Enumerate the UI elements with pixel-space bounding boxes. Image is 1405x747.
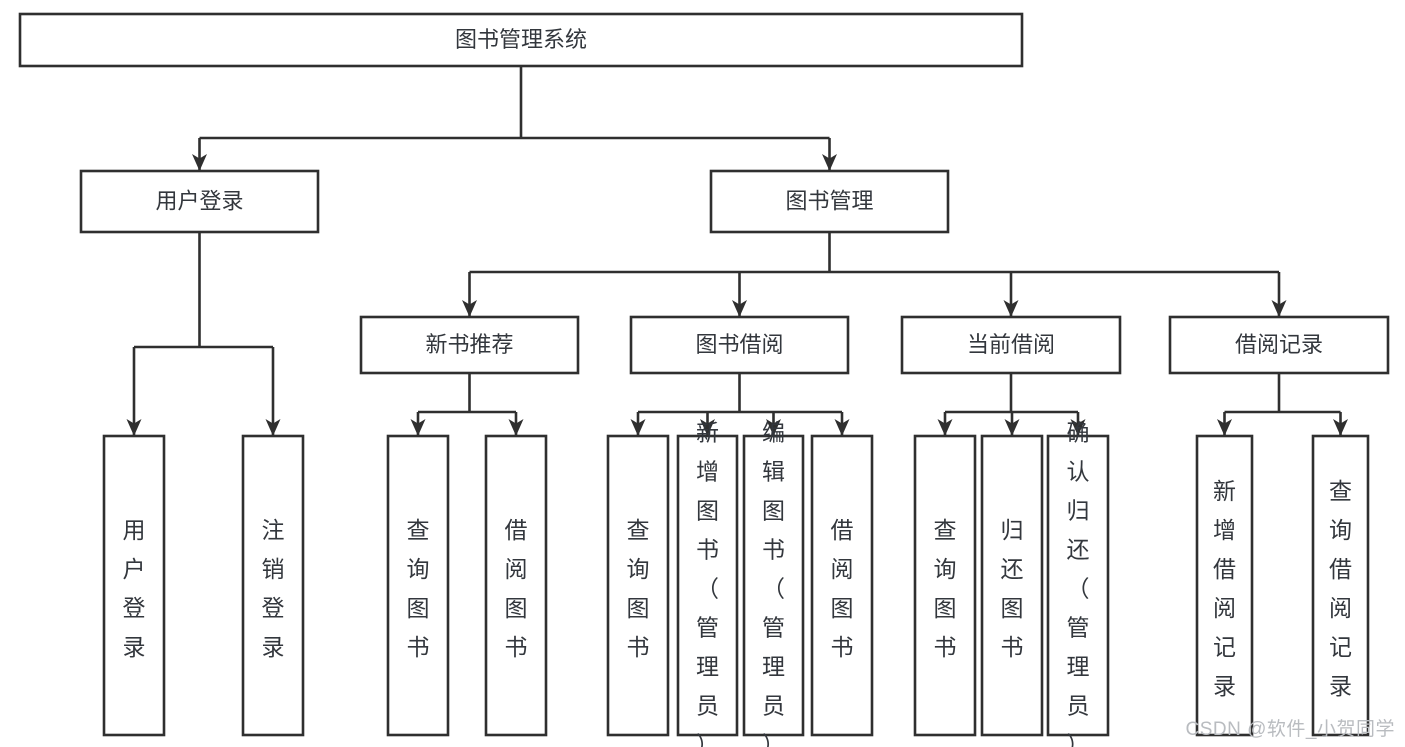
edge-newbook-arrowhead-1 bbox=[508, 419, 524, 436]
leaf-node-9[interactable]: 归还图书 bbox=[980, 434, 1044, 737]
csdn-watermark: CSDN @软件_小贺同学 bbox=[1185, 719, 1395, 740]
leaf-node-1-label: 注销登录 bbox=[262, 517, 285, 660]
level3-node-2[interactable]: 当前借阅 bbox=[900, 315, 1122, 375]
leaf-node-0-label: 用户登录 bbox=[123, 517, 146, 660]
leaf-node-6-rect bbox=[742, 434, 805, 737]
leaf-node-1-rect bbox=[241, 434, 305, 737]
leaf-node-12-rect bbox=[1311, 434, 1370, 737]
level2-node-1[interactable]: 图书管理 bbox=[709, 169, 950, 234]
leaf-node-0-rect bbox=[102, 434, 166, 737]
leaf-node-8[interactable]: 查询图书 bbox=[913, 434, 977, 737]
edge-newbook-arrowhead-0 bbox=[410, 419, 426, 436]
nodes-layer: 图书管理系统用户登录图书管理新书推荐图书借阅当前借阅借阅记录用户登录注销登录查询… bbox=[18, 12, 1390, 747]
edge-current-arrowhead-0 bbox=[937, 419, 953, 436]
leaf-node-10[interactable]: 确认归还（管理员） bbox=[1046, 419, 1110, 747]
level3-node-1-label: 图书借阅 bbox=[695, 332, 783, 357]
leaf-node-7-rect bbox=[810, 434, 874, 737]
leaf-node-2-label: 查询图书 bbox=[407, 517, 430, 660]
leaf-node-4[interactable]: 查询图书 bbox=[606, 434, 670, 737]
leaf-node-12-label: 查询借阅记录 bbox=[1329, 478, 1352, 699]
leaf-node-0[interactable]: 用户登录 bbox=[102, 434, 166, 737]
leaf-node-5-rect bbox=[676, 434, 739, 737]
edge-bookmgmt-arrowhead-2 bbox=[1003, 300, 1019, 317]
leaf-node-7[interactable]: 借阅图书 bbox=[810, 434, 874, 737]
leaf-node-11-label: 新增借阅记录 bbox=[1213, 478, 1236, 699]
leaf-node-12[interactable]: 查询借阅记录 bbox=[1311, 434, 1370, 737]
leaf-node-2-rect bbox=[386, 434, 450, 737]
level3-node-3-rect bbox=[1168, 315, 1390, 375]
level3-node-2-label: 当前借阅 bbox=[967, 332, 1055, 357]
leaf-node-5-label: 新增图书（管理员） bbox=[696, 419, 719, 747]
edge-borrow-arrowhead-0 bbox=[630, 419, 646, 436]
edge-userlogin-arrowhead-0 bbox=[126, 419, 142, 436]
level2-node-0-label: 用户登录 bbox=[155, 188, 243, 213]
leaf-node-3-label: 借阅图书 bbox=[505, 517, 528, 660]
leaf-node-11[interactable]: 新增借阅记录 bbox=[1195, 434, 1254, 737]
edge-borrow-arrowhead-2 bbox=[766, 419, 781, 436]
level2-node-0[interactable]: 用户登录 bbox=[79, 169, 320, 234]
level3-node-0[interactable]: 新书推荐 bbox=[359, 315, 580, 375]
leaf-node-11-rect bbox=[1195, 434, 1254, 737]
level3-node-2-rect bbox=[900, 315, 1122, 375]
edge-root-arrowhead-0 bbox=[192, 154, 207, 171]
leaf-node-10-rect bbox=[1046, 434, 1110, 737]
leaf-node-2[interactable]: 查询图书 bbox=[386, 434, 450, 737]
edge-borrow-arrowhead-3 bbox=[834, 419, 850, 436]
level3-node-3-label: 借阅记录 bbox=[1235, 332, 1323, 357]
leaf-node-4-rect bbox=[606, 434, 670, 737]
level3-node-1-rect bbox=[629, 315, 850, 375]
edge-record-arrowhead-0 bbox=[1217, 419, 1232, 436]
leaf-node-6-label: 编辑图书（管理员） bbox=[762, 419, 785, 747]
leaf-node-9-label: 归还图书 bbox=[1001, 517, 1024, 660]
level3-node-0-label: 新书推荐 bbox=[425, 332, 513, 357]
leaf-node-7-label: 借阅图书 bbox=[831, 517, 854, 660]
leaf-node-9-rect bbox=[980, 434, 1044, 737]
leaf-node-8-label: 查询图书 bbox=[934, 517, 957, 660]
edge-bookmgmt-arrowhead-0 bbox=[462, 300, 477, 317]
edge-userlogin-arrowhead-1 bbox=[265, 419, 281, 436]
edge-root-arrowhead-1 bbox=[822, 154, 837, 171]
level2-node-0-rect bbox=[79, 169, 320, 234]
level2-node-1-rect bbox=[709, 169, 950, 234]
root-node[interactable]: 图书管理系统 bbox=[18, 12, 1024, 68]
edge-bookmgmt-arrowhead-1 bbox=[732, 300, 747, 317]
root-node-rect bbox=[18, 12, 1024, 68]
leaf-node-4-label: 查询图书 bbox=[627, 517, 650, 660]
level3-node-0-rect bbox=[359, 315, 580, 375]
edge-record-arrowhead-1 bbox=[1333, 419, 1348, 436]
edge-bookmgmt-arrowhead-3 bbox=[1271, 300, 1287, 317]
edge-current-arrowhead-2 bbox=[1070, 419, 1086, 436]
level3-node-1[interactable]: 图书借阅 bbox=[629, 315, 850, 375]
level2-node-1-label: 图书管理 bbox=[785, 188, 873, 213]
edge-borrow-arrowhead-1 bbox=[700, 419, 715, 436]
leaf-node-10-label: 确认归还（管理员） bbox=[1067, 419, 1090, 747]
leaf-node-5[interactable]: 新增图书（管理员） bbox=[676, 419, 739, 747]
root-node-label: 图书管理系统 bbox=[455, 27, 587, 52]
edge-current-arrowhead-1 bbox=[1004, 419, 1020, 436]
level3-node-3[interactable]: 借阅记录 bbox=[1168, 315, 1390, 375]
leaf-node-1[interactable]: 注销登录 bbox=[241, 434, 305, 737]
leaf-node-8-rect bbox=[913, 434, 977, 737]
leaf-node-3[interactable]: 借阅图书 bbox=[484, 434, 548, 737]
leaf-node-6[interactable]: 编辑图书（管理员） bbox=[742, 419, 805, 747]
leaf-node-3-rect bbox=[484, 434, 548, 737]
connectors-layer bbox=[126, 66, 1348, 436]
